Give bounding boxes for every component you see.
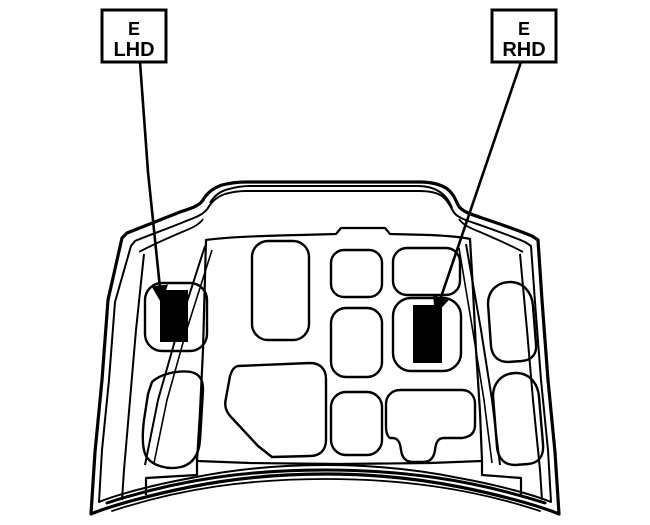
- hood-right-shoulder-fold: [458, 218, 524, 253]
- cutout-right-outer-upper: [486, 280, 538, 364]
- hood-inner-panel: [195, 226, 484, 466]
- hood-bottom-step-left: [144, 461, 199, 495]
- hood-bottom-arc-inner: [111, 478, 541, 512]
- emission-label-plate-lhd: [160, 290, 188, 342]
- cutout-center-bottom: [329, 390, 384, 457]
- leader-line-lhd: [138, 61, 169, 304]
- callout-lhd-line2: LHD: [113, 39, 154, 61]
- emission-label-plate-rhd: [413, 305, 442, 363]
- hood-right-rail: [519, 253, 543, 501]
- cutout-center-top-small: [329, 248, 384, 299]
- callout-rhd-line1: E: [518, 19, 530, 39]
- hood-left-strut: [144, 245, 206, 466]
- hood-left-strut-inner: [153, 249, 213, 464]
- cutout-right-center-top: [391, 246, 462, 297]
- hood-bottom-arc: [105, 468, 547, 505]
- cutout-right-plate-recess: [391, 296, 463, 373]
- callout-lhd-line1: E: [128, 19, 140, 39]
- callout-lhd-box[interactable]: [100, 8, 168, 64]
- hood-left-shoulder-fold: [138, 218, 204, 253]
- leader-line-rhd: [432, 61, 523, 315]
- callout-lhd[interactable]: E LHD: [100, 8, 168, 64]
- cutout-left-plate-recess: [143, 281, 209, 353]
- hood-outer-edge: [89, 180, 561, 516]
- cutout-center-mid: [329, 306, 384, 379]
- callout-rhd[interactable]: E RHD: [490, 8, 558, 64]
- cutout-right-outer-lower: [491, 371, 545, 467]
- hood-bottom-step-right: [480, 461, 523, 496]
- leader-arrows: [138, 61, 523, 315]
- callout-rhd-line2: RHD: [502, 39, 545, 61]
- hood-left-rail: [121, 253, 145, 501]
- cutout-center-left-large: [224, 361, 328, 459]
- hood-cutouts: [141, 239, 545, 470]
- callout-rhd-box[interactable]: [490, 8, 558, 64]
- cutout-right-center-tshape: [384, 388, 477, 464]
- hood-crown-ridge: [209, 185, 453, 209]
- hood-inner-edge: [98, 190, 552, 503]
- hood-right-strut-inner: [458, 247, 493, 464]
- hood-assembly: [89, 180, 561, 516]
- cutout-left-outer-slot: [141, 370, 205, 470]
- cutout-center-left-tall: [250, 239, 311, 342]
